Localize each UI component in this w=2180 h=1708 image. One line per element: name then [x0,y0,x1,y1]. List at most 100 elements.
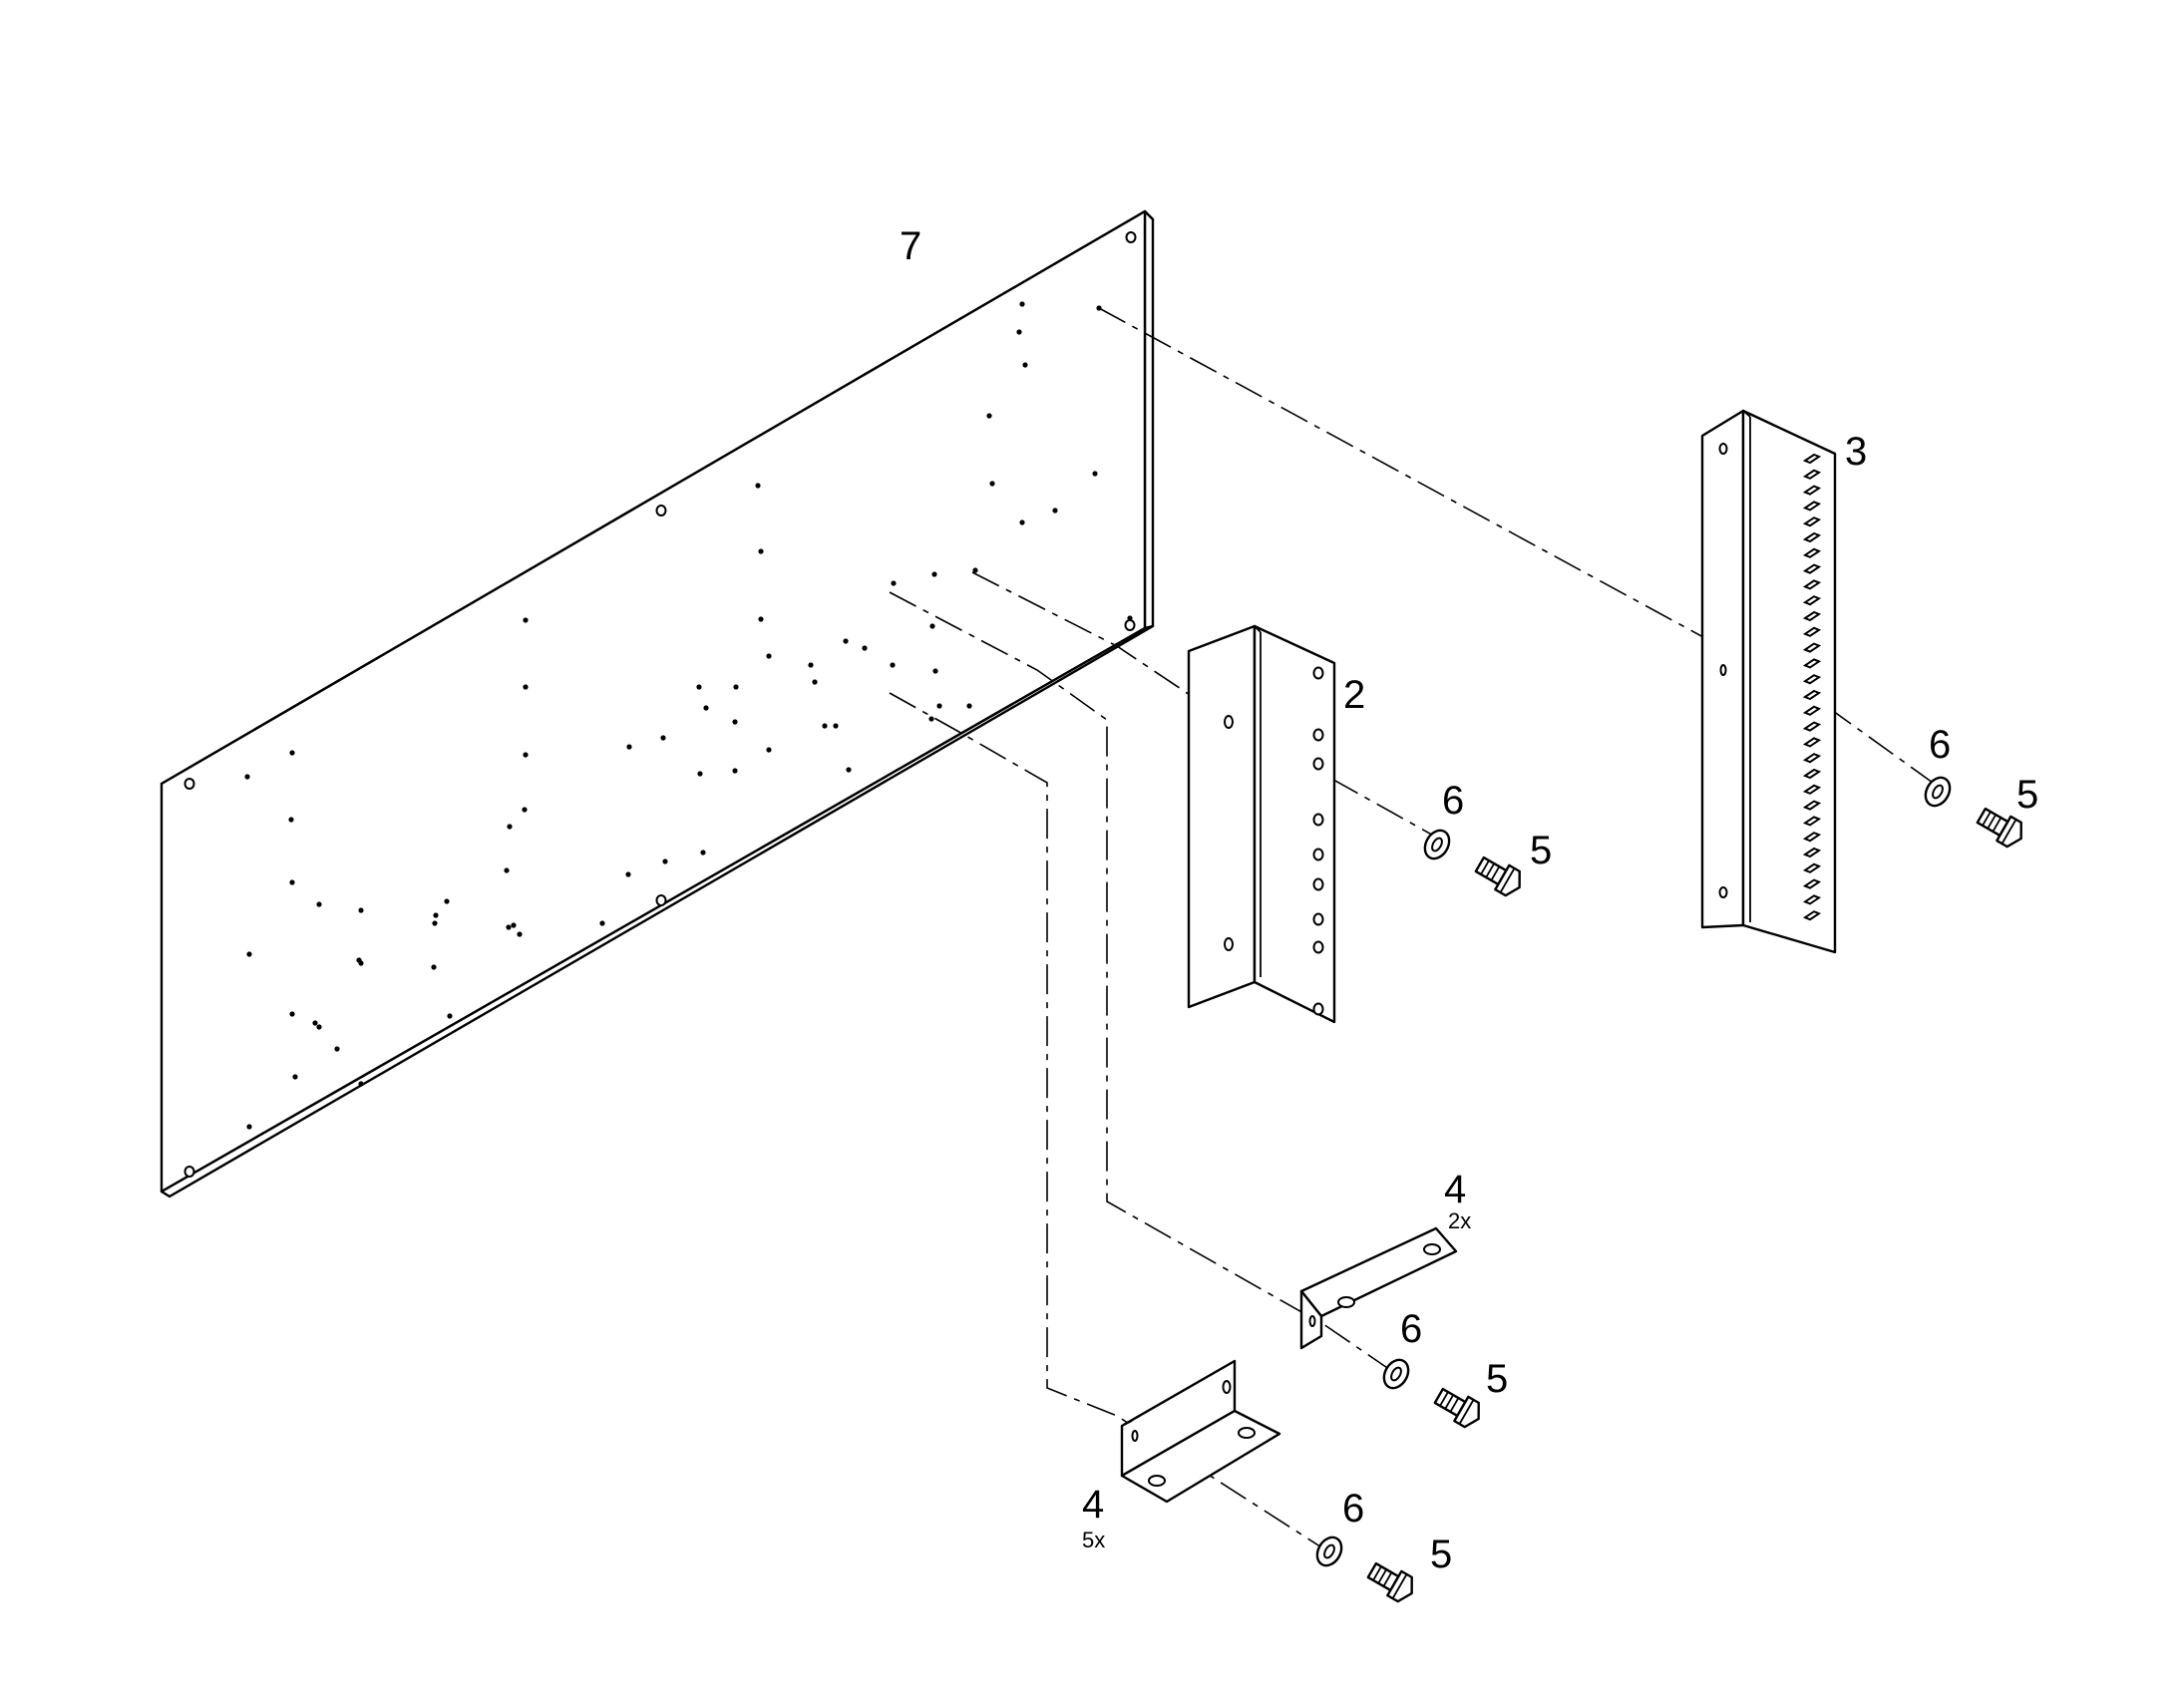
rail-slot [1802,485,1822,496]
panel-hole [447,1013,453,1019]
rail-slot [1802,531,1822,543]
rail-slot [1802,642,1822,653]
panel-hole [696,684,702,690]
callout-lower-bracket-label: 4 [1082,1483,1104,1527]
washer-3 [1382,1358,1410,1390]
panel-hole [626,744,632,750]
panel-hole [1019,519,1025,525]
angle-rail-hole [1312,877,1324,891]
rail-slot [1802,721,1822,732]
panel-hole [244,774,250,780]
callout-bolt-label-4: 5 [1430,1533,1452,1576]
panel-hole [989,481,995,487]
angle-rail-hole [1312,940,1324,954]
panel-hole [1052,508,1058,513]
panel-hole [246,1124,252,1130]
panel-hole [522,807,528,813]
panel-hole [972,567,978,573]
panel-hole [758,548,764,554]
rail-slot [1802,595,1822,606]
panel-hole [808,662,814,668]
panel-hole [1092,471,1098,477]
panel-hole [929,623,935,629]
panel-hole [504,867,510,873]
panel-hole [966,703,972,709]
panel-hole [506,924,512,930]
callout-bolt-label-2: 5 [1530,829,1552,872]
panel-hole [523,752,529,758]
washer-1 [1924,776,1952,808]
panel-corner-hole [655,894,667,906]
angle-rail-hole [1312,1002,1324,1016]
panel-hole [862,645,868,651]
angle-bracket-upper [1299,1226,1458,1350]
callout-washer-label-2: 6 [1442,779,1464,823]
panel-hole [703,705,709,711]
callout-washer-label-3: 6 [1400,1307,1422,1351]
rail-slot [1802,658,1822,669]
panel-corner-hole [1125,231,1137,243]
callout-slotted-rail-label: 3 [1845,430,1867,474]
rail-slot [1802,784,1822,795]
washer-4 [1315,1536,1343,1567]
panel-hole [517,931,523,937]
panel-hole [523,684,529,690]
rail-slot [1802,674,1822,685]
rail-slot [1802,737,1822,748]
panel-hole [755,483,761,489]
angle-rail-hole [1312,912,1324,926]
hex-bolt-2 [1474,855,1521,897]
panel-hole [732,719,738,725]
panel-hole [833,723,839,729]
panel-hole [289,750,295,756]
panel-hole [334,1046,340,1052]
panel-hole [733,684,739,690]
panel-hole [931,571,937,577]
panel-hole [523,617,529,623]
panel-corner-hole [183,1166,195,1178]
hex-bolt-1 [1976,807,2022,849]
panel-hole [432,920,438,926]
panel-hole [246,951,252,957]
rail-slot [1802,579,1822,590]
panel-hole [928,716,934,722]
angle-rail-hole [1312,813,1324,827]
callout-panel-label: 7 [900,224,921,268]
rail-slot [1802,516,1822,527]
rail-slot [1802,832,1822,843]
panel-hole [358,1081,364,1087]
rail-slot [1802,910,1822,921]
panel-hole [936,703,942,709]
panel-hole [1019,301,1025,307]
rail-slot [1802,563,1822,574]
panel-hole [732,768,738,774]
panel-hole [316,901,322,907]
angle-rail-hole [1312,666,1324,680]
angle-rail-hole [1312,728,1324,742]
angle-rail-hole [1312,757,1324,771]
panel-hole [890,662,896,668]
rail-slot [1802,705,1822,716]
panel-hole [625,871,631,877]
panel-hole [444,898,450,904]
panel-hole [289,879,295,885]
panel-hole [358,960,364,966]
panel-hole [292,1074,298,1080]
panel-hole [316,1024,322,1030]
mounting-panel [160,209,1155,1198]
callout-upper-bracket-qty: 2x [1448,1208,1471,1233]
callout-upper-bracket-label: 4 [1444,1168,1466,1211]
panel-hole [1016,329,1022,335]
rail-slots [1802,453,1822,921]
rail-slot [1802,894,1822,905]
rail-slot [1802,816,1822,827]
panel-hole [758,616,764,622]
rail-slot [1802,878,1822,889]
washer-2 [1423,829,1451,860]
angle-rail-holes [1312,666,1324,1016]
panel-hole [697,771,703,777]
rail-slot [1802,847,1822,858]
panel-hole [891,580,897,586]
panel-hole [312,1020,318,1026]
